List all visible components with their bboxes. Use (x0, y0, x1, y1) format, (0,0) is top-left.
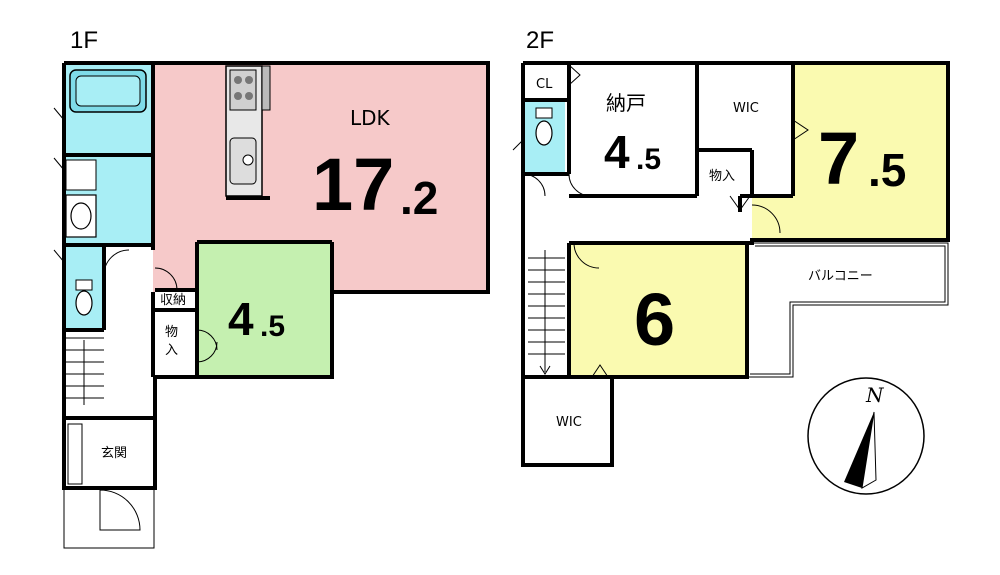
closet-2f-label: 物入 (709, 169, 735, 184)
japanese-room-area (197, 242, 332, 375)
bedroom-large-area (752, 63, 948, 240)
nando-size-main: 4 (604, 126, 630, 178)
bedroom-six-area (569, 243, 747, 377)
north-arrow-icon (844, 412, 874, 488)
entrance-label: 玄関 (101, 446, 127, 461)
bedroom-large-size-main: 7 (818, 117, 859, 200)
ldk-label: LDK (350, 106, 391, 130)
compass: N (807, 377, 925, 495)
balcony-outline (747, 242, 949, 378)
stairs-2f (528, 250, 565, 375)
storage-label: 収納 (160, 293, 186, 308)
bedroom-large-size-decimal: .5 (868, 144, 906, 196)
closet-label-bottom: 入 (165, 343, 178, 358)
ldk-size-decimal: .2 (400, 172, 438, 224)
toilet-2f (535, 120, 553, 146)
north-label: N (865, 383, 885, 407)
stairs-1f (64, 337, 104, 405)
japanese-room-size-main: 4 (228, 293, 254, 345)
wic-bottom-label: WIC (556, 415, 582, 430)
nando-size-decimal: .5 (636, 143, 661, 176)
toilet-1f (75, 290, 93, 316)
floor-label-2f: 2F (526, 27, 554, 54)
floor-label-1f: 1F (70, 27, 98, 54)
japanese-room-size-decimal: .5 (260, 310, 285, 343)
cl-label: CL (536, 77, 553, 92)
washing-machine (65, 159, 97, 191)
nando-label: 納戸 (606, 91, 646, 115)
ldk-size-main: 17 (312, 143, 394, 226)
balcony-label: バルコニー (808, 269, 873, 284)
bedroom-six-size: 6 (634, 278, 675, 361)
wic-top-label: WIC (733, 101, 759, 116)
closet-label-top: 物 (165, 325, 178, 340)
